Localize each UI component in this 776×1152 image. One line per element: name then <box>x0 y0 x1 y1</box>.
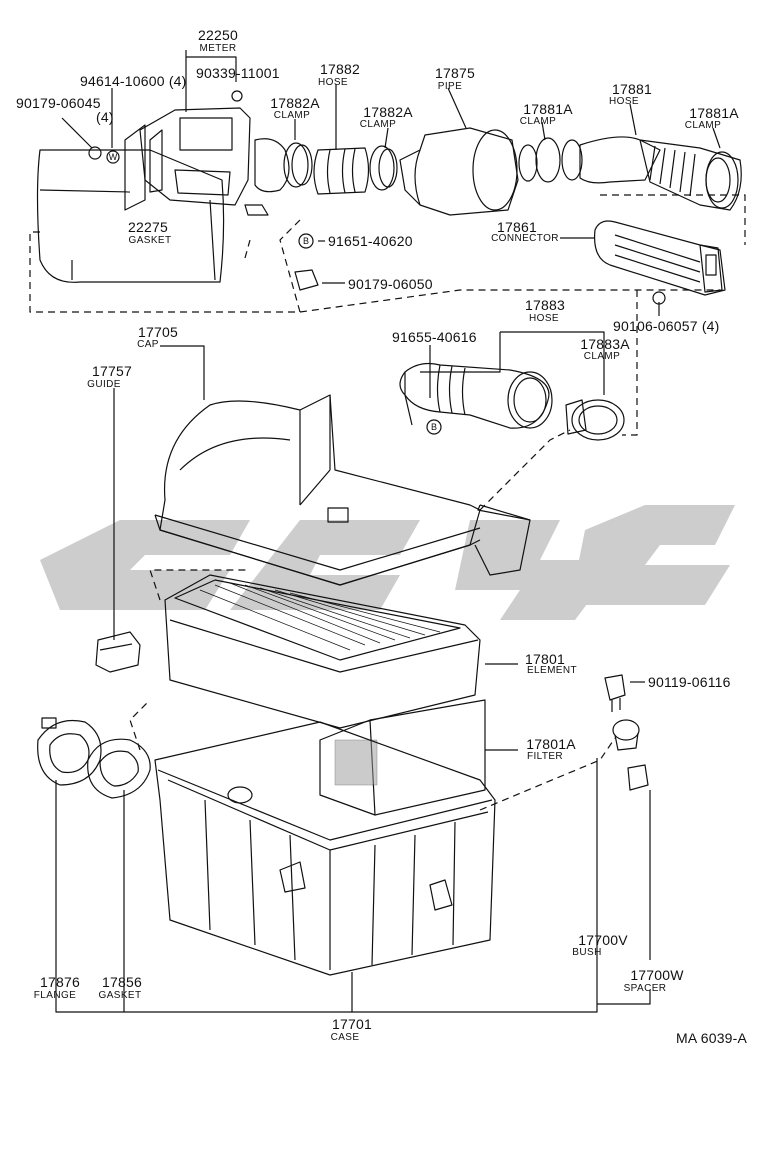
label-22250-name: METER <box>199 43 237 54</box>
bush-17700V <box>612 719 640 741</box>
hose-17881 <box>579 136 661 184</box>
connector-17861 <box>593 220 726 296</box>
label-17701-name: CASE <box>330 1032 360 1043</box>
label-90179a-qty: (4) <box>96 109 114 125</box>
label-17882A-2-name: CLAMP <box>359 119 397 130</box>
label-17801-name: ELEMENT <box>526 665 578 676</box>
air-flow-meter <box>139 107 251 206</box>
flange-17876 <box>37 719 102 786</box>
clamp-17883A <box>571 399 625 441</box>
label-17881-name: HOSE <box>609 96 639 107</box>
leader-17881A2 <box>712 127 721 149</box>
label-17882-name: HOSE <box>318 77 348 88</box>
bolt-90119 <box>604 674 626 701</box>
label-17861-name: CONNECTOR <box>491 233 559 244</box>
pipe-17875 <box>399 127 519 216</box>
label-17875-name: PIPE <box>437 81 463 92</box>
label-17700W-name: SPACER <box>623 983 667 994</box>
label-17882-number: 17882 <box>320 61 360 77</box>
leader-17705 <box>160 345 205 400</box>
gasket-22275 <box>124 124 146 211</box>
leader-17881A1 <box>541 121 546 141</box>
clamp-17882A-2 <box>369 145 395 191</box>
label-17801A-name: FILTER <box>526 751 564 762</box>
diagram-reference: MA 6039-A <box>676 1030 748 1046</box>
label-17801A-number: 17801A <box>526 736 576 752</box>
meter-housing <box>36 149 225 283</box>
label-91651-number: 91651-40620 <box>328 233 413 249</box>
label-17701-number: 17701 <box>332 1016 372 1032</box>
label-17856-number: 17856 <box>102 974 142 990</box>
label-90339-number: 90339-11001 <box>196 65 280 81</box>
leader-17882A2 <box>384 127 389 149</box>
clamp-17882A-1 <box>283 142 309 188</box>
leader-17875 <box>447 87 467 129</box>
label-17881A-2-name: CLAMP <box>684 120 722 131</box>
label-17882A-2-number: 17882A <box>363 104 413 120</box>
b-marker-91655 <box>426 419 442 435</box>
label-17876-number: 17876 <box>40 974 80 990</box>
case-17701 <box>154 721 496 976</box>
label-90179b-number: 90179-06050 <box>348 276 433 292</box>
label-17883-name: HOSE <box>529 313 559 324</box>
label-17882A-1-number: 17882A <box>270 95 320 111</box>
w-marker: W <box>109 152 118 162</box>
label-17705-number: 17705 <box>138 324 178 340</box>
cap-17705 <box>159 394 481 586</box>
hose-17882 <box>313 147 370 195</box>
leader-17881 <box>629 103 637 136</box>
b-letter-1: B <box>303 236 309 246</box>
hose-17883 <box>404 362 550 429</box>
label-90179a-number: 90179-06045 <box>16 95 101 111</box>
label-17881A-1-number: 17881A <box>523 101 573 117</box>
leader-17883b <box>500 331 605 395</box>
label-17700V-number: 17700V <box>578 932 628 948</box>
label-17876-name: FLANGE <box>33 990 77 1001</box>
leader-17876 <box>55 780 352 1013</box>
screw-90339 <box>231 90 243 102</box>
label-91655-number: 91655-40616 <box>392 329 477 345</box>
bolt-90179a <box>88 146 102 160</box>
label-17883A-name: CLAMP <box>583 351 621 362</box>
label-22250-number: 22250 <box>198 27 238 43</box>
label-17856-name: GASKET <box>98 990 142 1001</box>
label-17883A-number: 17883A <box>580 336 630 352</box>
label-22275-name: GASKET <box>128 235 172 246</box>
clip-90179b <box>294 269 319 291</box>
label-90119-number: 90119-06116 <box>648 674 731 690</box>
gasket-17856 <box>87 738 151 799</box>
label-17881-number: 17881 <box>612 81 652 97</box>
leader-17883 <box>420 332 501 373</box>
clamp-17881A-2 <box>705 151 739 209</box>
b-letter-2: B <box>431 422 437 432</box>
guide-17757 <box>95 631 141 673</box>
label-90106-number: 90106-06057 (4) <box>613 318 720 334</box>
leader-17701 <box>351 972 598 1013</box>
label-17882A-1-name: CLAMP <box>273 110 311 121</box>
label-17875-number: 17875 <box>435 65 475 81</box>
clamp-17881A-1 <box>535 137 561 183</box>
label-17700V-name: BUSH <box>572 947 602 958</box>
leader-22250b <box>186 56 237 82</box>
label-17881A-1-name: CLAMP <box>519 116 557 127</box>
element-17801 <box>164 574 481 729</box>
label-17883-number: 17883 <box>525 297 565 313</box>
b-marker-91651 <box>298 233 314 249</box>
label-17881A-2-number: 17881A <box>689 105 739 121</box>
label-17700W-number: 17700W <box>630 967 684 983</box>
label-17705-name: CAP <box>137 339 159 350</box>
leader-90179a <box>61 117 93 149</box>
bolt-90106 <box>652 291 666 305</box>
label-17801-number: 17801 <box>525 651 565 667</box>
label-17757-name: GUIDE <box>87 379 121 390</box>
label-17757-number: 17757 <box>92 363 132 379</box>
label-22275-number: 22275 <box>128 219 168 235</box>
spacer-17700W <box>627 764 649 791</box>
cap-latch <box>327 507 349 523</box>
label-94614-number: 94614-10600 (4) <box>80 73 187 89</box>
label-17861-number: 17861 <box>497 219 537 235</box>
